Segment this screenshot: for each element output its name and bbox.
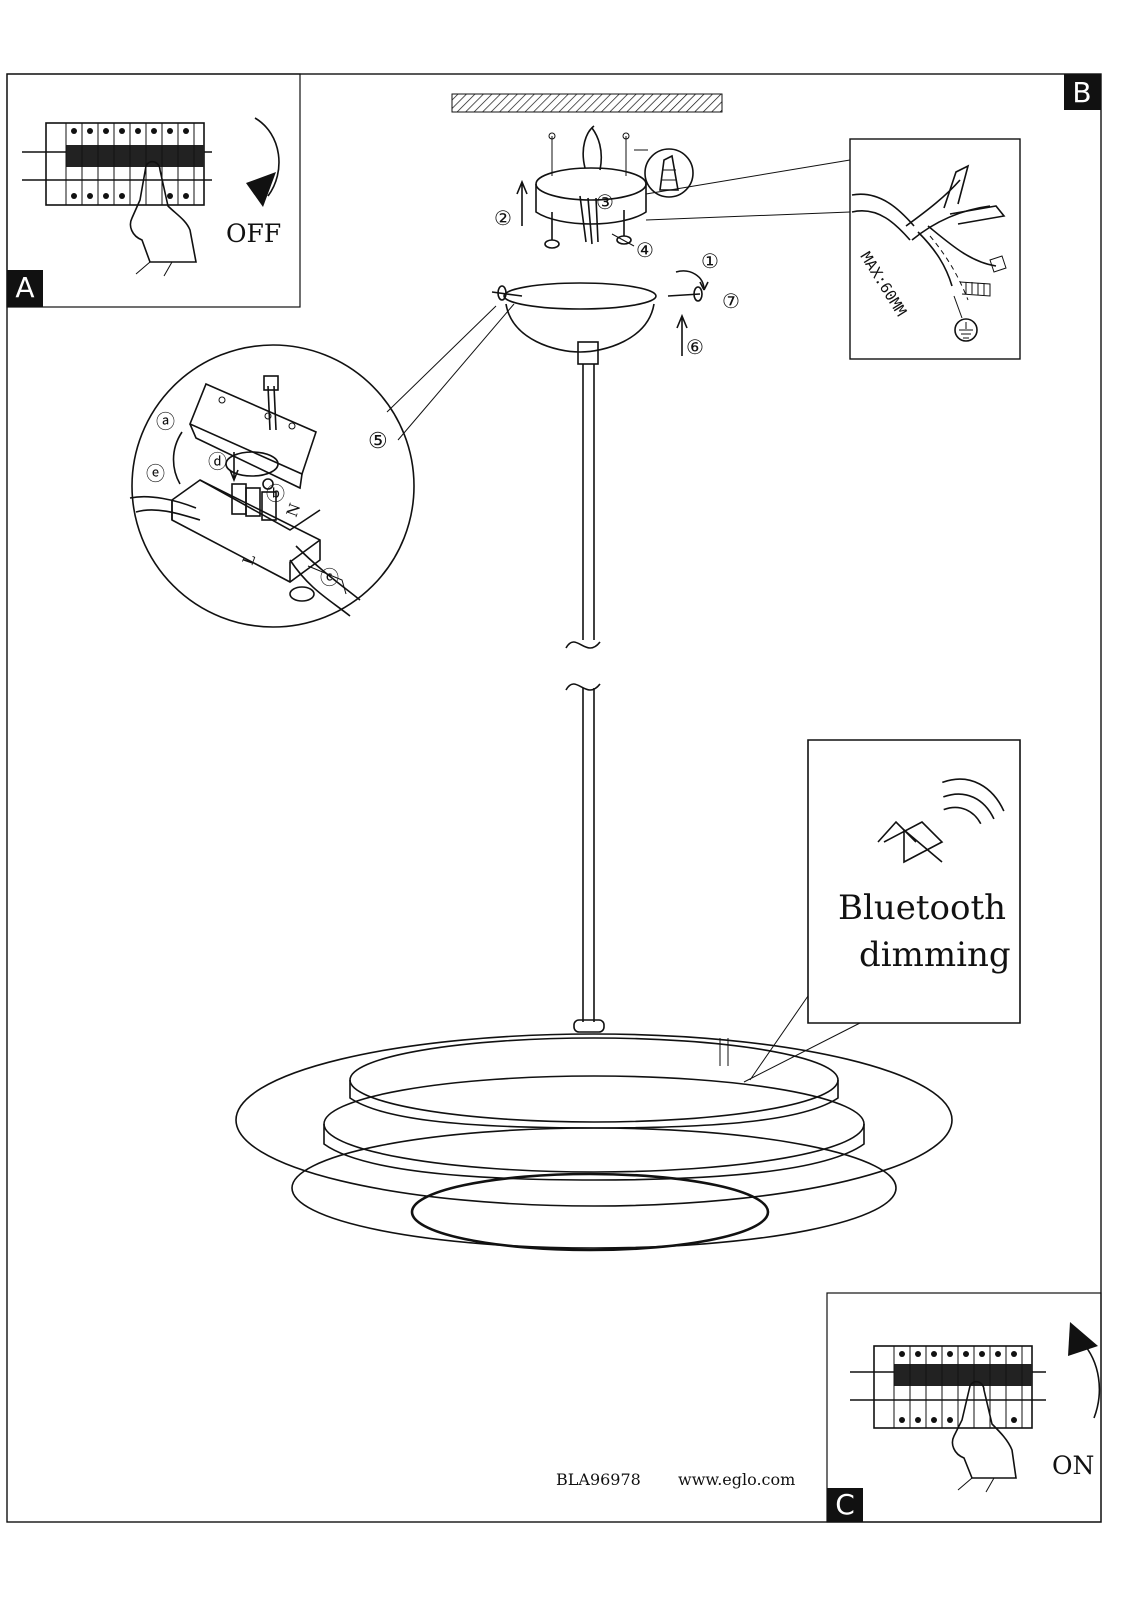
- product-code: BLA96978: [556, 1470, 641, 1489]
- bluetooth-callout: Bluetooth dimming: [743, 739, 1021, 1083]
- screw-icon: [544, 212, 560, 249]
- step-1-label: ①: [701, 249, 719, 273]
- panel-b-label-bg: [1064, 74, 1101, 110]
- ceiling-surface: [451, 93, 723, 113]
- circuit-breaker-on-icon: [850, 1322, 1101, 1493]
- panel-c-state: ON: [1052, 1451, 1094, 1480]
- ceiling-bracket: [535, 125, 647, 249]
- panel-c: C ON: [826, 1292, 1102, 1523]
- panel-a: A OFF: [6, 73, 301, 308]
- suspension-rod: [565, 341, 605, 1033]
- step-3-label: ③: [596, 190, 614, 214]
- page-frame: [6, 73, 1102, 1523]
- connector-step-a: ⓐ: [156, 411, 175, 433]
- panel-c-label-box: [827, 1488, 863, 1522]
- panel-c-label: C: [835, 1488, 855, 1521]
- bluetooth-line-2: dimming: [859, 935, 1011, 975]
- screw-icon: [667, 286, 703, 302]
- step-4-label: ④: [636, 238, 654, 262]
- connector-step-b: ⓑ: [266, 483, 285, 505]
- panel-a-state: OFF: [226, 219, 281, 248]
- website-link[interactable]: www.eglo.com: [678, 1470, 795, 1489]
- arrow-up-icon: [516, 179, 528, 226]
- bluetooth-icon: [877, 778, 1005, 864]
- bluetooth-line-1: Bluetooth: [838, 888, 1006, 928]
- panel-a-label: A: [15, 271, 34, 304]
- step-2-label: ②: [494, 206, 512, 230]
- wire-stripper-icon: [851, 164, 1007, 301]
- lamp-shade: [235, 1033, 953, 1252]
- screw-icon: [616, 210, 632, 245]
- panel-b-label: B: [1072, 76, 1091, 109]
- step-6-label: ⑥: [686, 335, 704, 359]
- terminal-mark-live: L: [239, 552, 259, 568]
- terminal-mark-neutral: N: [283, 501, 304, 519]
- wire-strip-panel: MAX:60MM: [849, 138, 1021, 360]
- lamp-canopy: [491, 270, 709, 353]
- panel-a-label-box: [7, 270, 43, 307]
- connector-step-c: ⓒ: [320, 567, 339, 589]
- terminal-block-detail: N L: [129, 344, 415, 628]
- step-5-label: ⑤: [368, 429, 388, 454]
- connector-step-d: ⓓ: [208, 451, 227, 473]
- circuit-breaker-off-icon: [22, 117, 280, 277]
- step-7-label: ⑦: [722, 289, 740, 313]
- arrow-up-icon: [676, 313, 688, 356]
- earth-ground-icon: [953, 295, 978, 342]
- screw-icon: [491, 285, 523, 301]
- connector-step-e: ⓔ: [146, 463, 165, 485]
